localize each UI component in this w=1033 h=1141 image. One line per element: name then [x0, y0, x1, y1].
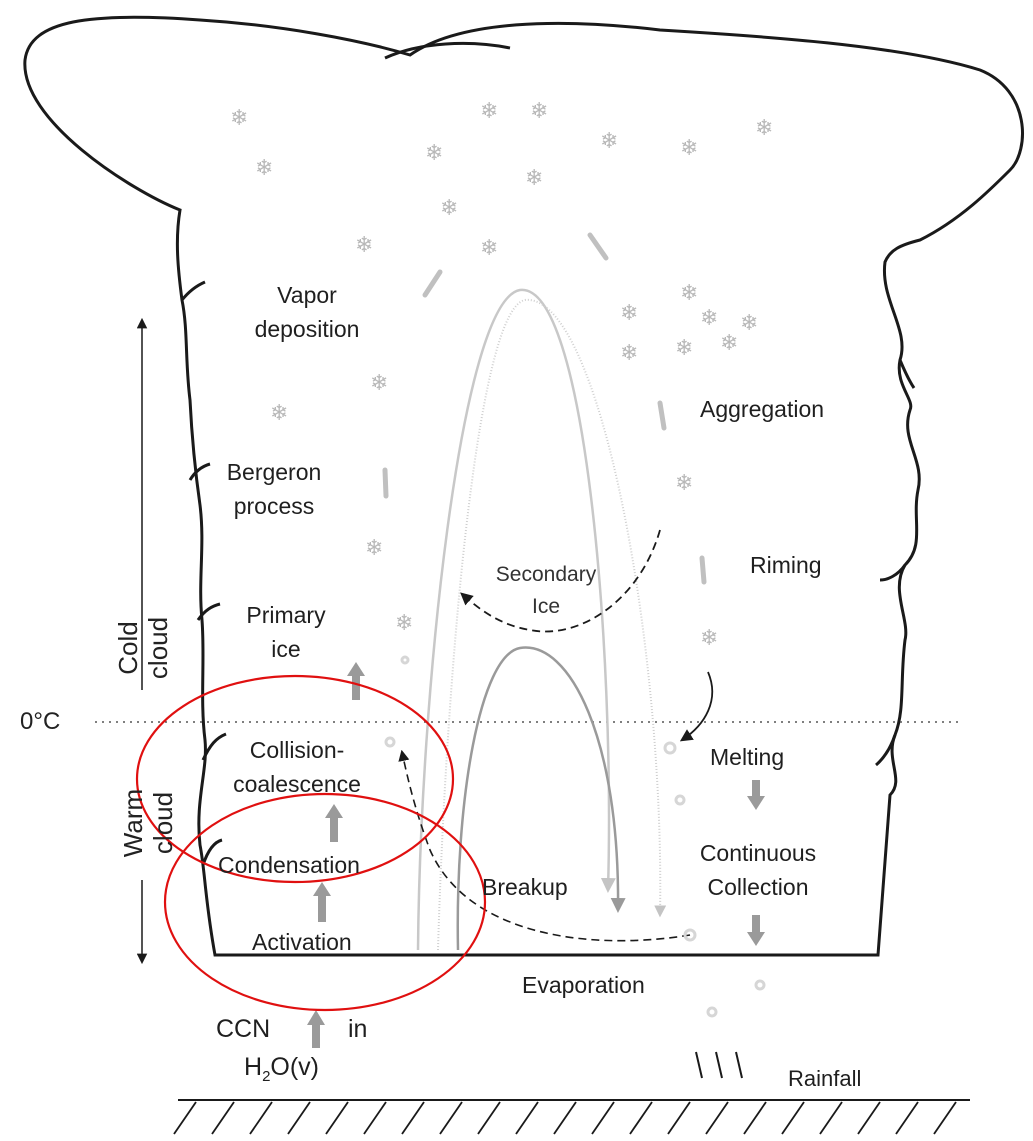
warm-cloud-line1: Warm [118, 763, 148, 883]
bergeron-label: Bergeron process [210, 455, 338, 523]
cold-cloud-line2: cloud [143, 593, 173, 703]
vapor-deposition-line1: Vapor [242, 278, 372, 312]
continuous-collection-line2: Collection [688, 870, 828, 904]
ground-hatch-stroke [934, 1102, 956, 1134]
svg-text:❄: ❄ [600, 129, 618, 154]
freezing-level-label: 0°C [20, 708, 60, 736]
svg-text:❄: ❄ [270, 401, 288, 426]
aggregation-label: Aggregation [700, 392, 824, 426]
h2o-h: H [244, 1053, 262, 1081]
collision-coalescence-label: Collision- coalescence [212, 733, 382, 801]
vapor-deposition-line2: deposition [242, 312, 372, 346]
ground-hatch-stroke [212, 1102, 234, 1134]
ground-hatch-stroke [250, 1102, 272, 1134]
svg-text:❄: ❄ [480, 236, 498, 261]
ground-hatch-stroke [364, 1102, 386, 1134]
bergeron-line1: Bergeron [210, 455, 338, 489]
cold-cloud-line1: Cold [113, 593, 143, 703]
ground-hatch-stroke [440, 1102, 462, 1134]
svg-text:❄: ❄ [720, 331, 738, 356]
ground-hatch-stroke [896, 1102, 918, 1134]
svg-text:❄: ❄ [755, 116, 773, 141]
activation-label: Activation [252, 925, 352, 959]
svg-text:❄: ❄ [530, 99, 548, 124]
condensation-label: Condensation [218, 848, 360, 882]
svg-text:❄: ❄ [355, 233, 373, 258]
vapor-deposition-label: Vapor deposition [242, 278, 372, 346]
svg-text:❄: ❄ [395, 611, 413, 636]
secondary-ice-label: Secondary Ice [478, 559, 614, 623]
svg-text:❄: ❄ [255, 156, 273, 181]
primary-ice-line2: ice [222, 632, 350, 666]
riming-label: Riming [750, 548, 822, 582]
ground-hatching [174, 1102, 956, 1134]
evaporation-label: Evaporation [522, 968, 645, 1002]
melting-label: Melting [710, 740, 784, 774]
rainfall-strokes [696, 1052, 742, 1078]
warm-cloud-label: Warm cloud [118, 763, 178, 883]
collision-line1: Collision- [212, 733, 382, 767]
bergeron-line2: process [210, 489, 338, 523]
ground-hatch-stroke [402, 1102, 424, 1134]
continuous-collection-line1: Continuous [688, 836, 828, 870]
ground-hatch-stroke [592, 1102, 614, 1134]
svg-text:❄: ❄ [620, 341, 638, 366]
secondary-ice-line1: Secondary [478, 559, 614, 591]
primary-ice-line1: Primary [222, 598, 350, 632]
svg-text:❄: ❄ [700, 626, 718, 651]
ground-hatch-stroke [858, 1102, 880, 1134]
collision-line2: coalescence [212, 767, 382, 801]
ground-hatch-stroke [668, 1102, 690, 1134]
ccn-label: CCN [216, 1012, 270, 1046]
svg-text:❄: ❄ [680, 281, 698, 306]
cold-cloud-label: Cold cloud [113, 593, 173, 703]
ground-hatch-stroke [744, 1102, 766, 1134]
continuous-collection-label: Continuous Collection [688, 836, 828, 904]
svg-text:❄: ❄ [365, 536, 383, 561]
svg-text:❄: ❄ [480, 99, 498, 124]
ground-hatch-stroke [554, 1102, 576, 1134]
h2o-rest: O(v) [270, 1053, 319, 1081]
ground-hatch-stroke [516, 1102, 538, 1134]
svg-text:❄: ❄ [230, 106, 248, 131]
ccn-in-label: in [348, 1012, 367, 1046]
ground-hatch-stroke [630, 1102, 652, 1134]
svg-text:❄: ❄ [370, 371, 388, 396]
svg-text:❄: ❄ [680, 136, 698, 161]
ground-hatch-stroke [478, 1102, 500, 1134]
svg-text:❄: ❄ [525, 166, 543, 191]
breakup-label: Breakup [482, 870, 568, 904]
primary-ice-label: Primary ice [222, 598, 350, 666]
svg-text:❄: ❄ [440, 196, 458, 221]
ground-hatch-stroke [782, 1102, 804, 1134]
svg-text:❄: ❄ [740, 311, 758, 336]
rainfall-label: Rainfall [788, 1062, 861, 1096]
svg-text:❄: ❄ [425, 141, 443, 166]
ground-hatch-stroke [706, 1102, 728, 1134]
svg-text:❄: ❄ [620, 301, 638, 326]
warm-cloud-line2: cloud [148, 763, 178, 883]
svg-text:❄: ❄ [675, 336, 693, 361]
svg-text:❄: ❄ [675, 471, 693, 496]
ground-hatch-stroke [820, 1102, 842, 1134]
secondary-ice-line2: Ice [478, 591, 614, 623]
ground-hatch-stroke [174, 1102, 196, 1134]
water-vapor-label: H2O(v) [244, 1050, 319, 1094]
ground-hatch-stroke [326, 1102, 348, 1134]
svg-text:❄: ❄ [700, 306, 718, 331]
ground-hatch-stroke [288, 1102, 310, 1134]
